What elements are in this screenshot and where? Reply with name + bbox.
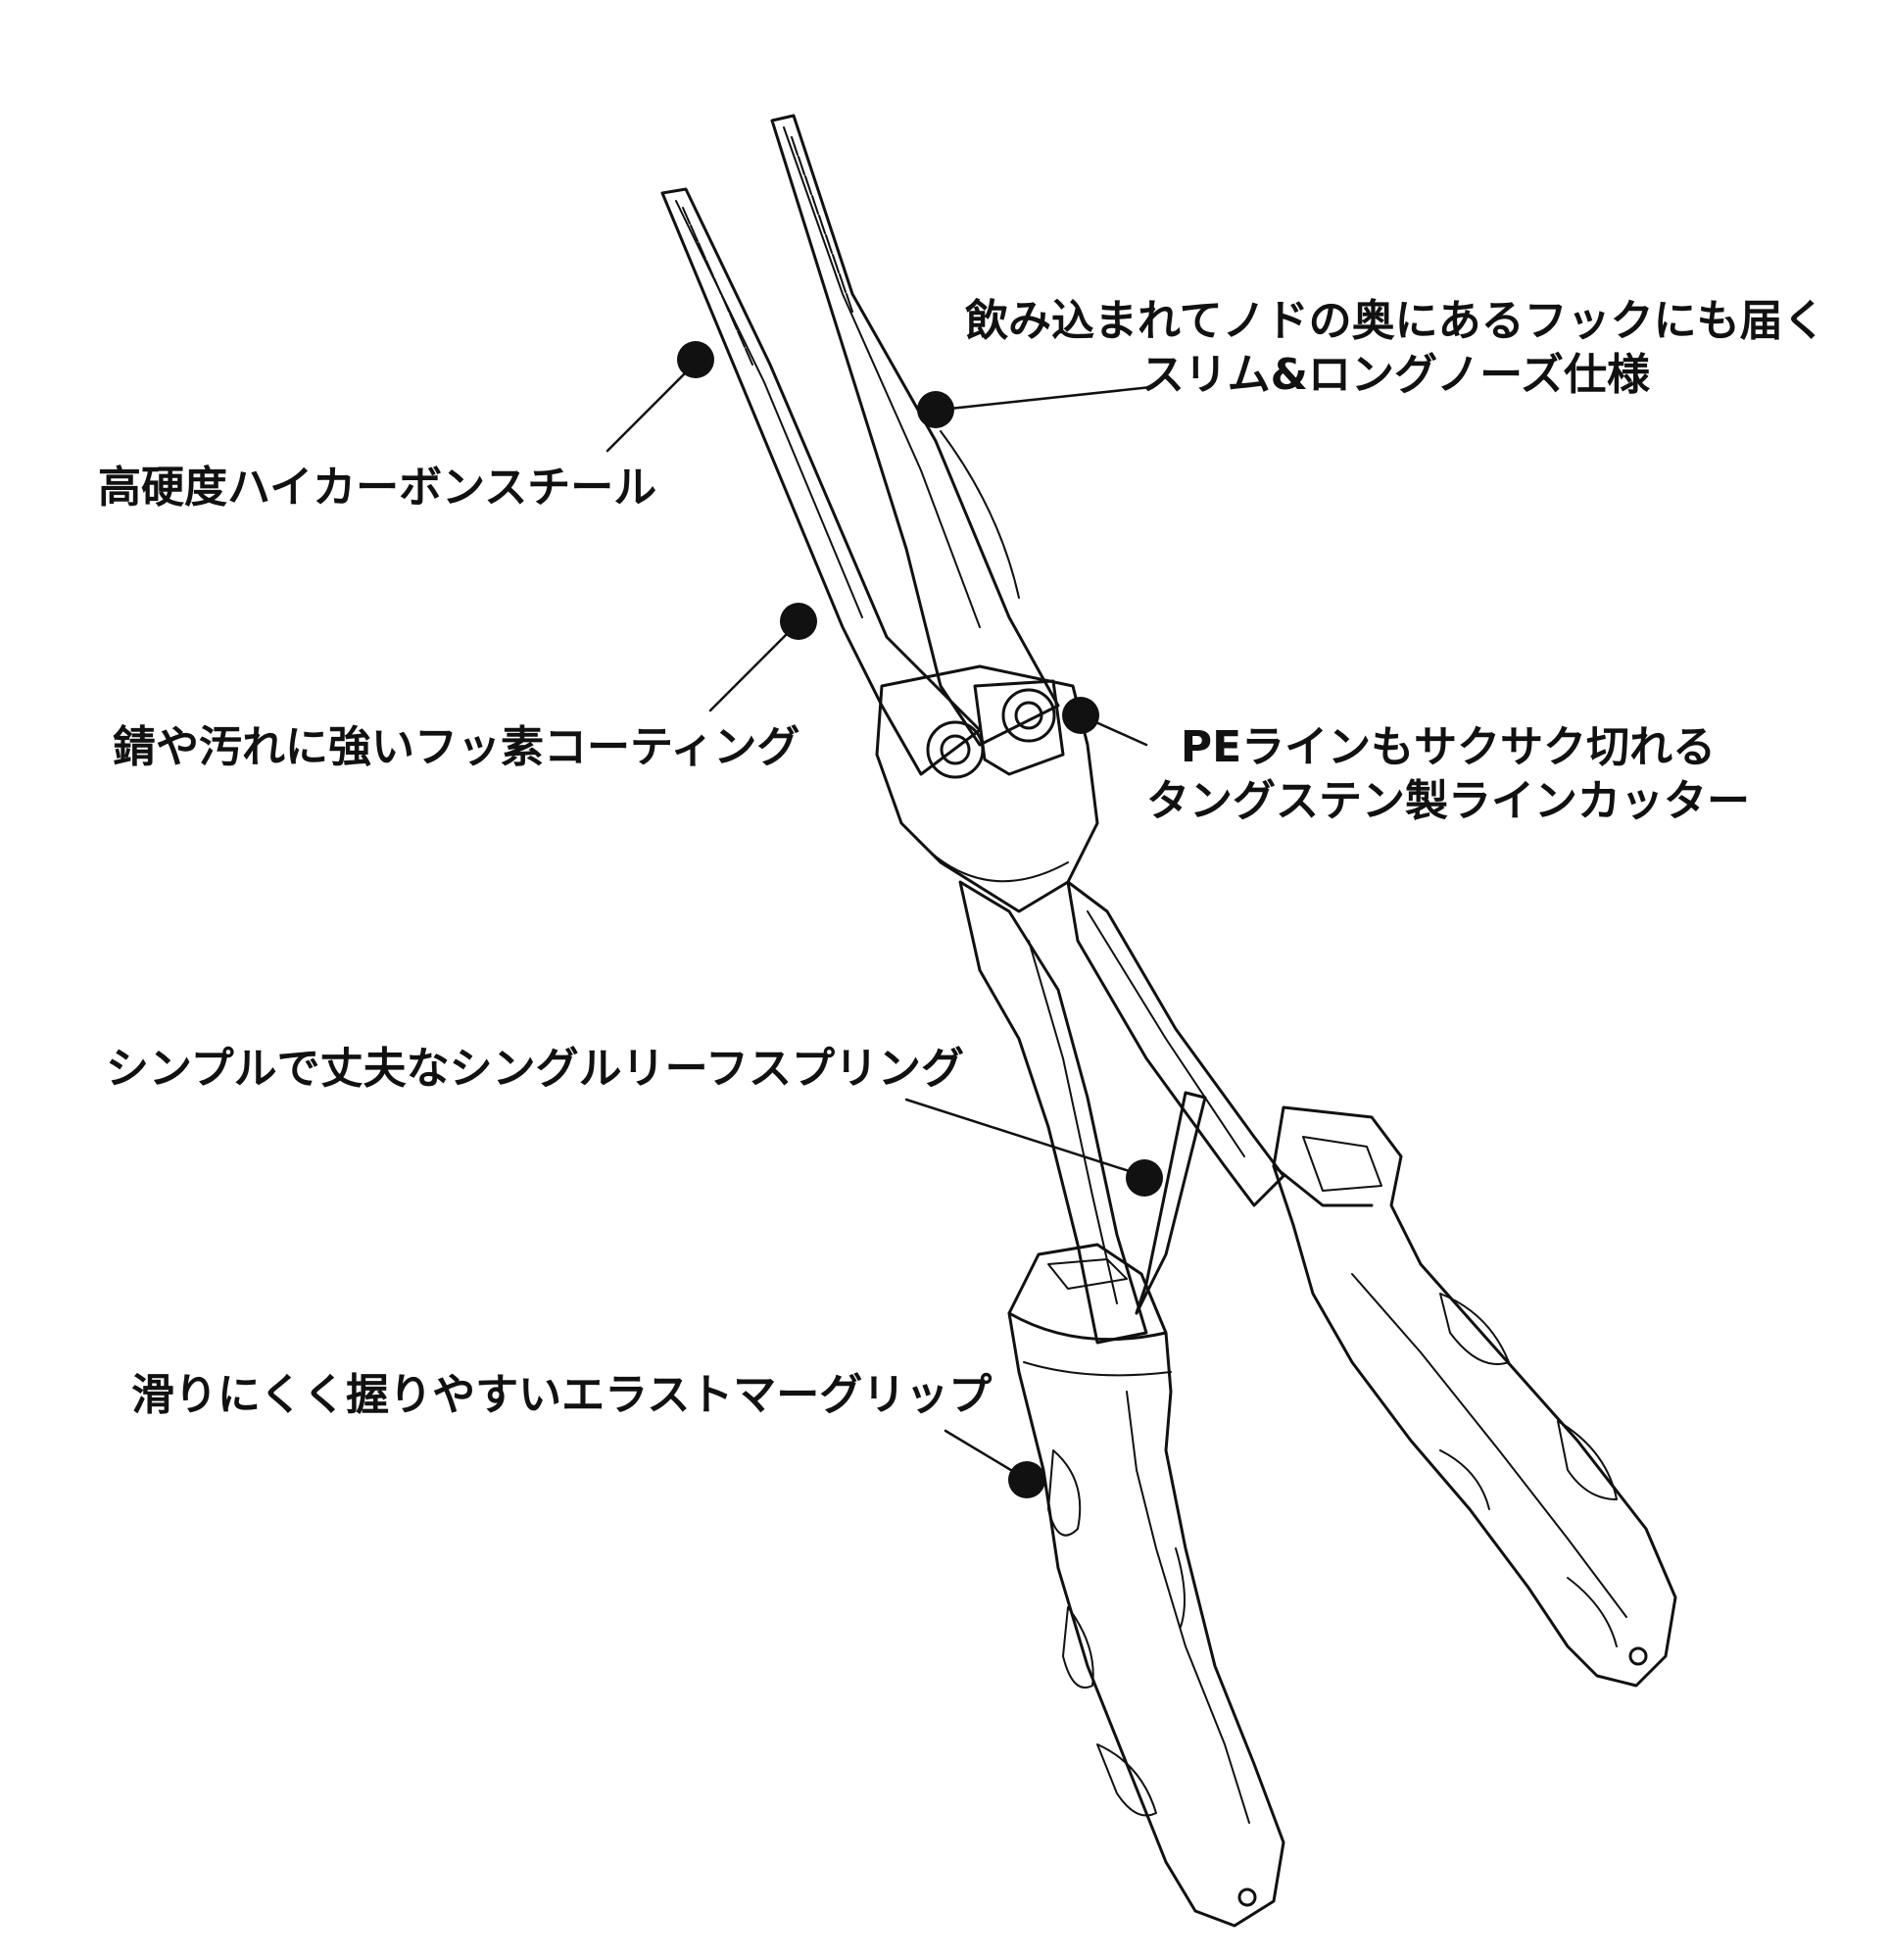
callout-grip-line-1: 滑りにくく握りやすいエラストマーグリップ: [131, 1370, 993, 1420]
callout-fluorine-coating: 錆や汚れに強いフッ素コーティング: [113, 720, 799, 774]
callout-slim-line-1: 飲み込まれてノドの奥にあるフックにも届く: [965, 296, 1826, 346]
callout-dot-coat: [780, 603, 817, 640]
callout-dot-slim: [917, 391, 954, 428]
callout-dot-spring: [1126, 1159, 1163, 1197]
left-grip: [1007, 1243, 1285, 1928]
callout-dot-steel: [677, 341, 714, 378]
callout-cutter-line-1: PEラインもサクサク切れる: [1180, 722, 1717, 772]
right-grip: [1272, 1105, 1677, 1688]
callout-cutter-line-2: タングステン製ラインカッター: [1146, 776, 1750, 826]
callout-high-carbon-steel: 高硬度ハイカーボンスチール: [98, 461, 656, 514]
callout-steel-line-1: 高硬度ハイカーボンスチール: [98, 463, 657, 513]
leader-lines: [605, 361, 1153, 1480]
right-jaw: [770, 114, 1060, 747]
callout-slim-long-nose: 飲み込まれてノドの奥にあるフックにも届く スリム&ロングノーズ仕様: [965, 294, 1826, 402]
callout-spring-line-1: シンプルで丈夫なシングルリーフスプリング: [106, 1044, 965, 1094]
leaf-spring: [1135, 1091, 1207, 1315]
callout-dots: [677, 341, 1163, 1498]
callout-dot-cutter: [1062, 697, 1099, 734]
callout-dot-grip: [1008, 1461, 1045, 1498]
callout-leaf-spring: シンプルで丈夫なシングルリーフスプリング: [106, 1042, 964, 1096]
callout-slim-line-2: スリム&ロングノーズ仕様: [1140, 350, 1650, 400]
callout-tungsten-line-cutter: PEラインもサクサク切れる タングステン製ラインカッター: [1146, 720, 1750, 828]
pivot-assembly: [875, 664, 1099, 913]
left-handle-shaft: [958, 880, 1148, 1345]
callout-coat-line-1: 錆や汚れに強いフッ素コーティング: [113, 722, 800, 772]
callout-elastomer-grip: 滑りにくく握りやすいエラストマーグリップ: [131, 1368, 992, 1422]
right-handle-shaft: [1066, 880, 1285, 1207]
